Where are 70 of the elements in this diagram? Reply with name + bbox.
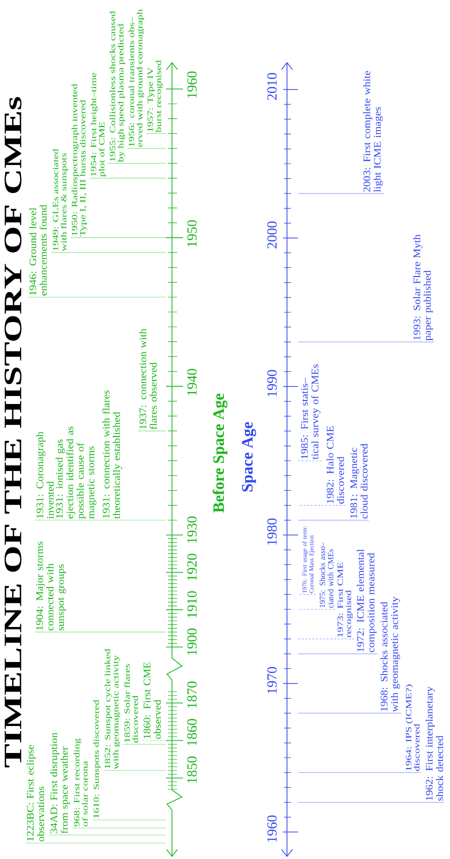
- year-label: 1940: [187, 368, 197, 396]
- event-text: 1852: Sunspot cycle linked with geomagnetic activity: [104, 648, 120, 770]
- event-text: 1981: Magnetic cloud discovered: [350, 444, 368, 519]
- year-label: 1920: [187, 554, 197, 580]
- event-text: 1937: connection with flares observed: [139, 328, 157, 430]
- year-label: 1870: [187, 682, 197, 708]
- leader-line: [51, 252, 166, 253]
- year-label: 1980: [267, 518, 277, 545]
- year-label: 1900: [187, 628, 197, 655]
- leader-line: [298, 193, 384, 194]
- leader-line: [127, 148, 166, 149]
- event-text: 1982: Halo CME discovered: [326, 426, 344, 504]
- leader-line: [70, 237, 166, 238]
- event-text: 1956: coronal transients obs– erved with ground coronagraph: [128, 9, 144, 147]
- event-text: 968: First recording of solar corona: [74, 738, 88, 826]
- year-label: 1990: [267, 370, 277, 396]
- era-label: Space Age: [242, 422, 256, 492]
- event-text: 1954: First height–time plot of CME: [90, 72, 106, 177]
- year-label: 1930: [187, 516, 197, 543]
- event-text: 1973: First CME recognised: [338, 562, 353, 638]
- event-text: 1223BC: First eclipse observations: [26, 745, 44, 842]
- leader-line: [298, 608, 335, 610]
- event-text: 1993: Solar Flare Myth paper published: [413, 234, 433, 341]
- timeline-axis: [281, 62, 298, 858]
- leader-line: [122, 744, 166, 745]
- year-label: 1860: [187, 719, 197, 746]
- event-text: 1931: Coronagraph invented 1931: ionised gas ejection identified as possible cause of magnetic storms 1931: connection with flares theoretically established: [36, 390, 122, 519]
- leader-line: [28, 296, 166, 298]
- leader-line: [298, 772, 421, 773]
- leader-line: [298, 802, 445, 803]
- year-label: 1910: [187, 591, 197, 618]
- leader-line: [298, 460, 322, 462]
- event-text: 1957: Type IV burst recognised: [148, 60, 163, 132]
- timeline-axis: [166, 62, 184, 858]
- event-text: 34AD: First disruption from space weather: [50, 732, 70, 834]
- year-label: 1960: [267, 816, 277, 842]
- event-text: 1904: Major storms connected with sunspot groups: [36, 542, 66, 630]
- event-text: 2003: First complete white light ICME images: [363, 70, 383, 192]
- leader-line: [48, 834, 166, 836]
- year-label: 2010: [267, 73, 277, 100]
- event-text: 1972: ICME elemental composition measured: [356, 549, 376, 652]
- event-text: 1964: IPS (ICME?) discovered: [406, 684, 420, 772]
- leader-line: [108, 163, 166, 164]
- leader-line: [298, 505, 346, 506]
- event-text: 1610: Sunspots discovered: [93, 700, 101, 818]
- year-label: 2000: [267, 222, 277, 248]
- leader-line: [25, 842, 166, 844]
- leader-line: [138, 430, 166, 432]
- event-text: 1968: Shocks associated with geomagnetic activity: [380, 596, 400, 712]
- era-label: Before Space Age: [212, 394, 228, 513]
- year-label: 1970: [267, 667, 277, 694]
- leader-line: [298, 594, 316, 595]
- event-text: 1946: Ground level enhancements found: [29, 204, 47, 296]
- leader-line: [298, 712, 402, 714]
- event-text: 1859: Solar flares discovered: [124, 664, 138, 743]
- event-text: 1975: Shocks asso– ciated with CMEs: [319, 542, 334, 608]
- leader-line: [146, 133, 166, 134]
- title: TIMELINE OF THE HISTORY OF CMEs: [4, 97, 22, 768]
- year-label: 1950: [187, 220, 197, 246]
- leader-line: [298, 638, 354, 640]
- leader-line: [103, 770, 166, 771]
- year-label: 1850: [187, 756, 197, 783]
- leader-line: [142, 740, 166, 741]
- event-text: 1949: GLEs associated with flares & sunspots: [52, 148, 68, 252]
- year-label: 1960: [187, 72, 197, 98]
- event-text: 1955: Collisionless shocks caused by high speed plasma predicted: [110, 11, 126, 162]
- event-text: 1985: First statis– tical survey of CMEs: [301, 364, 320, 460]
- event-text: 1950: Radiospectrograph invented Type I, II, III bursts discovered: [72, 84, 88, 236]
- event-text: 1962: First interplanetary shock detected: [426, 686, 444, 801]
- event-text: 1860: First CME observed: [144, 662, 161, 739]
